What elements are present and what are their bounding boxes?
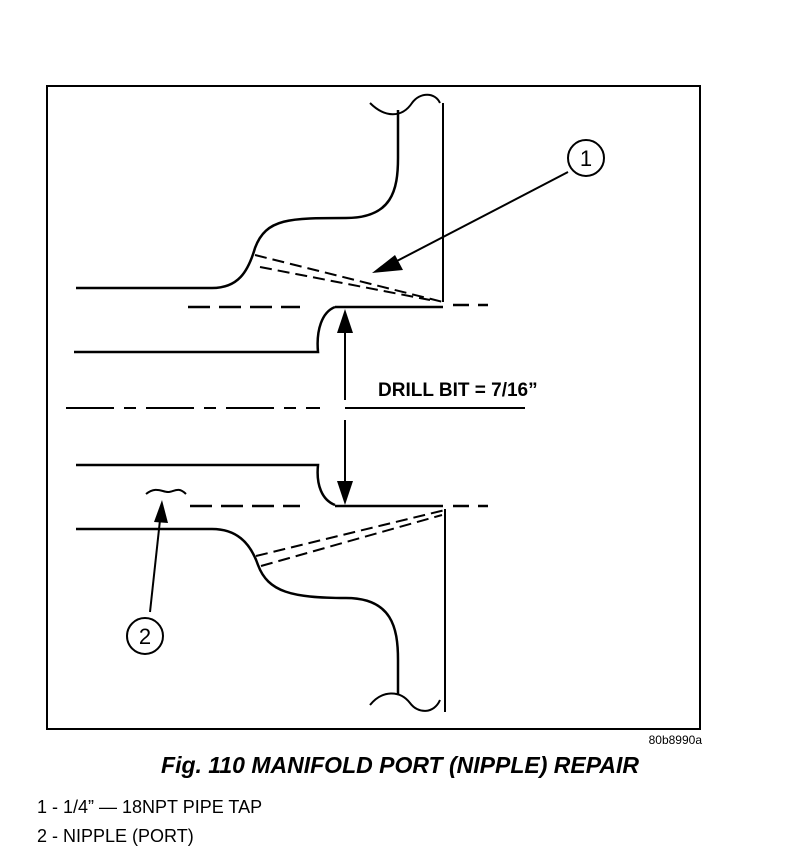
- bottom-break-mark: [369, 692, 441, 712]
- top-break-mark: [369, 93, 441, 116]
- upper-nipple: [74, 305, 336, 354]
- legend-item-2: 2 - NIPPLE (PORT): [37, 826, 194, 846]
- nipple-squiggle: [145, 488, 187, 495]
- figure-caption: Fig. 110 MANIFOLD PORT (NIPPLE) REPAIR: [161, 752, 639, 778]
- lower-nipple: [76, 463, 336, 507]
- dimension-label: DRILL BIT = 7/16”: [378, 380, 538, 401]
- callout-1-arrowhead: [372, 255, 403, 273]
- figure-frame: [46, 85, 701, 730]
- callout-2-number: 2: [139, 624, 151, 649]
- callout-2-arrowhead: [154, 500, 168, 523]
- callout-1-number: 1: [580, 146, 592, 171]
- figure-id: 80b8990a: [648, 733, 702, 747]
- legend-item-1: 1 - 1/4” — 18NPT PIPE TAP: [37, 797, 263, 817]
- callout-1-circle: [567, 139, 605, 177]
- callout-2-circle: [126, 617, 164, 655]
- callout-2-leader: [149, 519, 161, 613]
- lower-thread-dashes: [255, 509, 446, 567]
- upper-casting-outline: [76, 110, 400, 290]
- dimension-arrow-lower-head: [337, 481, 353, 505]
- callout-1-leader: [394, 171, 569, 263]
- upper-thread-dashes: [254, 254, 444, 303]
- lower-casting-outline: [76, 527, 400, 695]
- dimension-arrow-upper-head: [337, 309, 353, 333]
